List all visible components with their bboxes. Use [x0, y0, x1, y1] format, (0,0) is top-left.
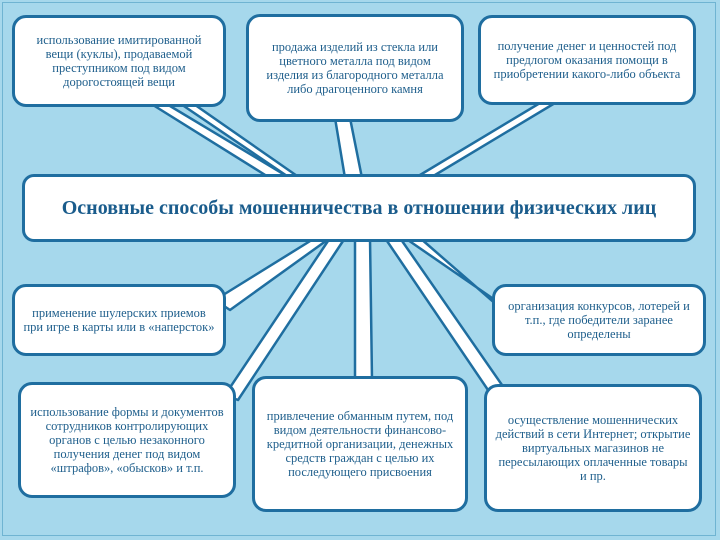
method-box-internet: осуществление мошеннических действий в с… [484, 384, 702, 512]
connector-2 [333, 116, 364, 180]
method-box-lottery: организация конкурсов, лотерей и т.п., г… [492, 284, 706, 356]
method-box-glass-metal: продажа изделий из стекла или цветного м… [246, 14, 464, 122]
central-title-box: Основные способы мошенничества в отношен… [22, 174, 696, 242]
method-box-purchase-help: получение денег и ценностей под предлого… [478, 15, 696, 105]
method-box-doll: использование имитированной вещи (куклы)… [12, 15, 226, 107]
method-box-inspectors: использование формы и документов сотрудн… [18, 382, 236, 498]
method-box-cards: применение шулерских приемов при игре в … [12, 284, 226, 356]
method-box-financial: привлечение обманным путем, под видом де… [252, 376, 468, 512]
connector-7 [353, 236, 374, 382]
